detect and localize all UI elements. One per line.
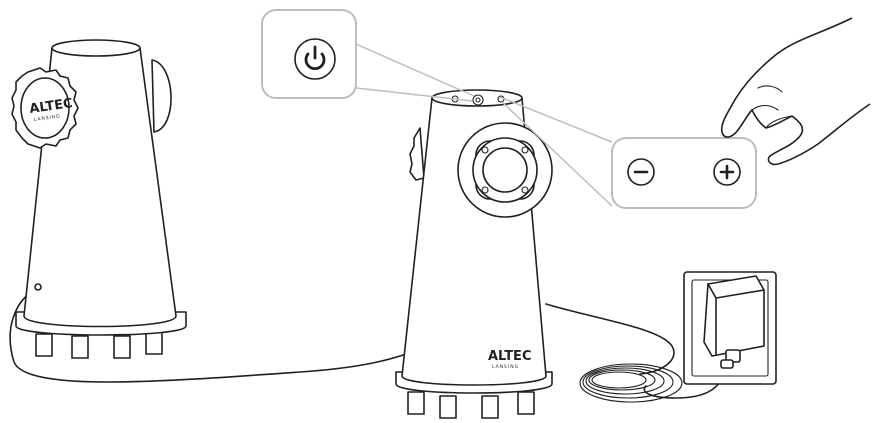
left-logo-main: ALTEC <box>28 96 73 117</box>
callout-leaders <box>355 43 613 207</box>
right-speaker-foot <box>481 395 499 419</box>
power-adapter <box>703 275 765 369</box>
left-speaker-foot <box>35 333 53 357</box>
right-speaker-foot <box>407 391 425 415</box>
plus-circle-icon <box>719 164 735 180</box>
left-speaker-foot <box>145 331 163 355</box>
hand-pointing <box>720 17 871 166</box>
power-callout <box>261 9 357 99</box>
right-speaker-foot <box>517 391 535 415</box>
power-icon <box>304 45 326 70</box>
left-speaker: ALTEC LANSING <box>11 39 187 359</box>
left-speaker-foot <box>113 335 131 359</box>
right-logo-sub: LANSING <box>492 364 519 370</box>
right-speaker-foot <box>439 395 457 419</box>
left-speaker-rear-dial: ALTEC LANSING <box>11 67 79 149</box>
top-power-button[interactable] <box>472 94 484 106</box>
right-logo-main: ALTEC <box>488 349 531 364</box>
top-power-button-center <box>475 97 481 103</box>
left-logo-sub: LANSING <box>33 113 61 123</box>
cable-coil <box>579 363 683 403</box>
volume-callout <box>611 137 757 209</box>
left-speaker-foot <box>71 335 89 359</box>
front-driver <box>457 122 553 218</box>
right-speaker: ALTEC LANSING <box>395 89 553 419</box>
